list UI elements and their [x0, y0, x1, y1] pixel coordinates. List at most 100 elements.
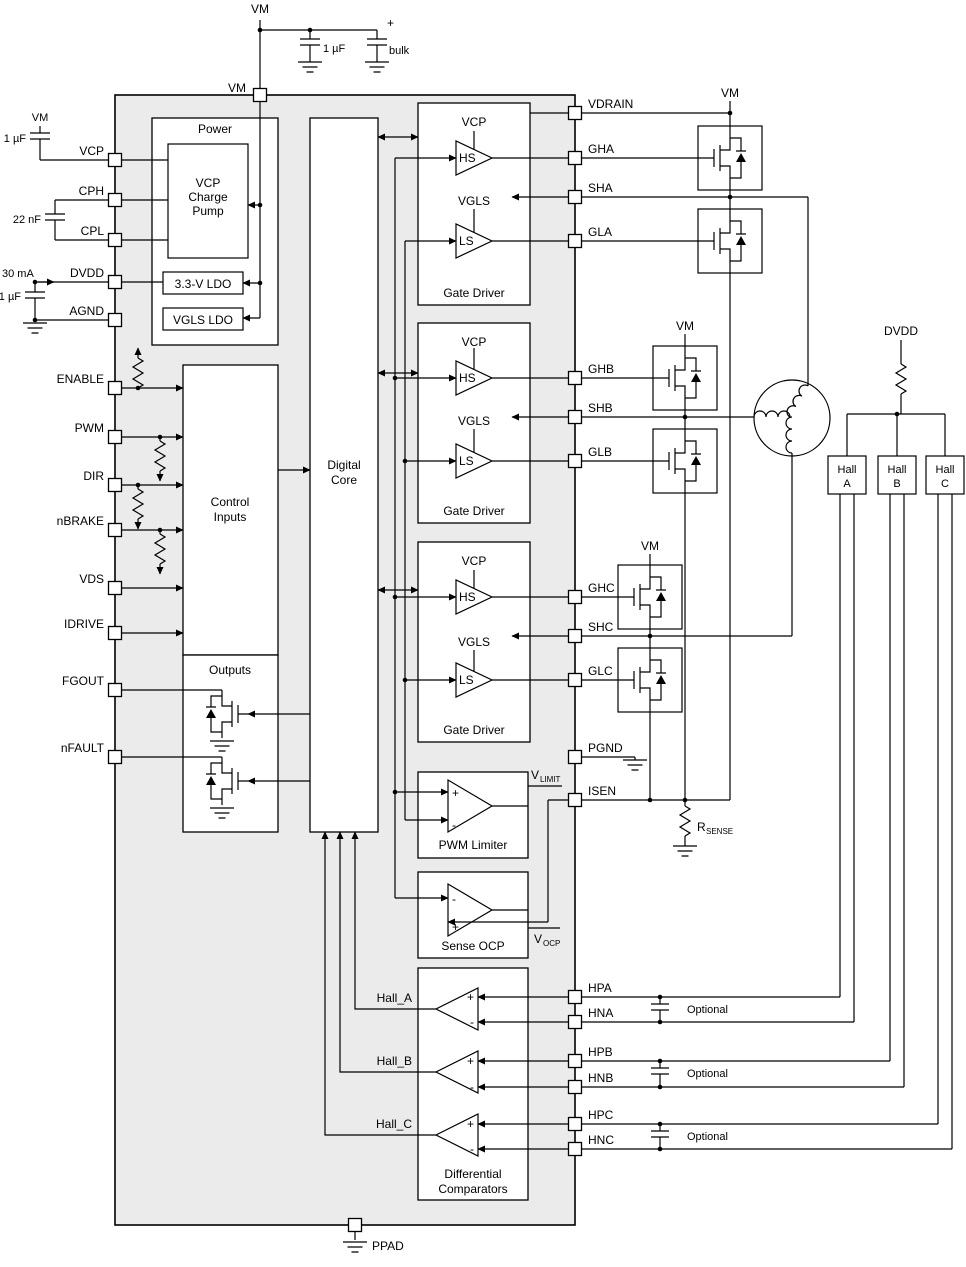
- pin-gha: [567, 150, 583, 166]
- wires: [25, 20, 953, 1240]
- pin-label-nbrake: nBRAKE: [57, 514, 104, 528]
- pin-label-hpc: HPC: [588, 1108, 614, 1122]
- digital-core-label-1: Digital: [327, 458, 360, 472]
- pin-vdrain: [567, 105, 583, 121]
- cap-vcp-label: 1 µF: [4, 133, 27, 145]
- vlimit-sub: LIMIT: [540, 775, 561, 784]
- pin-ppad: [347, 1217, 363, 1233]
- pin-pwm: [107, 429, 123, 445]
- gd-c-hs-label: HS: [459, 590, 476, 604]
- charge-pump-label-2: Charge: [188, 190, 228, 204]
- gd-a-ls-label: LS: [459, 234, 474, 248]
- pin-label-cph: CPH: [79, 184, 104, 198]
- pin-pgnd: [567, 749, 583, 765]
- pins: [107, 87, 583, 1233]
- hall-b-label-2: B: [893, 478, 900, 490]
- sense-ocp-minus: -: [452, 892, 456, 906]
- vocp-label: V: [534, 932, 542, 946]
- ground-symbol: [297, 61, 323, 73]
- gd-c-vcp-label: VCP: [462, 554, 487, 568]
- pin-label-gla: GLA: [588, 225, 612, 239]
- gd-c-title: Gate Driver: [443, 723, 504, 737]
- pin-label-dir: DIR: [83, 469, 104, 483]
- pin-label-vcp: VCP: [79, 144, 104, 158]
- pin-label-glc: GLC: [588, 664, 613, 678]
- comp-a-plus: +: [467, 990, 474, 1004]
- gd-b-title: Gate Driver: [443, 504, 504, 518]
- sense-ocp-plus: +: [452, 920, 459, 934]
- pin-shc: [567, 628, 583, 644]
- pin-glc: [567, 672, 583, 688]
- pin-vm: [252, 87, 268, 103]
- ppad-label: PPAD: [372, 1239, 404, 1253]
- capacitor-1uf-vm: [299, 29, 321, 55]
- rsense-sub: SENSE: [706, 827, 733, 836]
- labels: VM VM 1 µF + bulk VM 1 µF 22 nF 30 mA 1 …: [0, 2, 954, 1253]
- pin-label-shb: SHB: [588, 401, 613, 415]
- gd-c-vgls-label: VGLS: [458, 635, 490, 649]
- pin-label-isen: ISEN: [588, 784, 616, 798]
- comp-c-minus: -: [470, 1142, 474, 1156]
- capacitor-bulk: [366, 29, 388, 55]
- ground-symbol: [672, 845, 698, 857]
- power-title: Power: [198, 122, 232, 136]
- vm-top-label: VM: [251, 2, 269, 16]
- optional-a-label: Optional: [687, 1004, 728, 1016]
- pin-idrive: [107, 625, 123, 641]
- pin-cpl: [107, 232, 123, 248]
- pin-hpc: [567, 1116, 583, 1132]
- comp-b-minus: -: [470, 1080, 474, 1094]
- comparators-title-1: Differential: [444, 1167, 501, 1181]
- pin-label-shc: SHC: [588, 620, 614, 634]
- gd-c-ls-label: LS: [459, 673, 474, 687]
- optional-b-label: Optional: [687, 1068, 728, 1080]
- pin-hpb: [567, 1053, 583, 1069]
- dvdd-label: DVDD: [884, 324, 918, 338]
- gd-a-hs-label: HS: [459, 151, 476, 165]
- pin-glb: [567, 453, 583, 469]
- hall-b-signal-label: Hall_B: [377, 1054, 412, 1068]
- outputs-block: [182, 654, 279, 833]
- ground-symbol: [364, 61, 390, 73]
- pin-ghc: [567, 589, 583, 605]
- vm-phase-a-label: VM: [721, 86, 739, 100]
- pwm-limiter-plus: +: [452, 786, 459, 800]
- pin-hnb: [567, 1079, 583, 1095]
- pin-label-enable: ENABLE: [57, 372, 104, 386]
- sense-ocp-title: Sense OCP: [441, 939, 504, 953]
- gd-b-ls-label: LS: [459, 454, 474, 468]
- pin-cph: [107, 192, 123, 208]
- blocks: [151, 102, 965, 1201]
- gd-b-vcp-label: VCP: [462, 335, 487, 349]
- arrow-wires: [38, 133, 569, 1153]
- bulk-cap-label: bulk: [389, 45, 410, 57]
- ground-symbol: [342, 1241, 368, 1253]
- pin-label-cpl: CPL: [81, 224, 105, 238]
- pwm-limiter-comparator: [447, 778, 494, 834]
- comp-c-plus: +: [467, 1117, 474, 1131]
- pin-label-pwm: PWM: [75, 421, 104, 435]
- charge-pump-block: [167, 143, 249, 259]
- pin-sha: [567, 189, 583, 205]
- pin-dir: [107, 477, 123, 493]
- digital-core-label-2: Core: [331, 473, 357, 487]
- pin-label-sha: SHA: [588, 181, 613, 195]
- hall-comparator-c: [434, 1113, 479, 1157]
- comp-b-plus: +: [467, 1054, 474, 1068]
- pin-nbrake: [107, 522, 123, 538]
- pin-shb: [567, 409, 583, 425]
- pin-dvdd: [107, 274, 123, 290]
- pin-label-idrive: IDRIVE: [64, 617, 104, 631]
- hall-b-label-1: Hall: [888, 464, 907, 476]
- vm-vcp-cap-label: VM: [32, 112, 49, 124]
- hall-comparator-a: [434, 987, 479, 1031]
- optional-cap-a: [651, 997, 669, 1022]
- charge-pump-label-1: VCP: [196, 176, 221, 190]
- pin-label-hna: HNA: [588, 1006, 613, 1020]
- pin-label-vdrain: VDRAIN: [588, 97, 633, 111]
- hall-a-label-2: A: [843, 478, 851, 490]
- pin-hna: [567, 1014, 583, 1030]
- gd-b-hs-label: HS: [459, 371, 476, 385]
- pwm-limiter-title: PWM Limiter: [439, 838, 508, 852]
- pin-isen: [567, 792, 583, 808]
